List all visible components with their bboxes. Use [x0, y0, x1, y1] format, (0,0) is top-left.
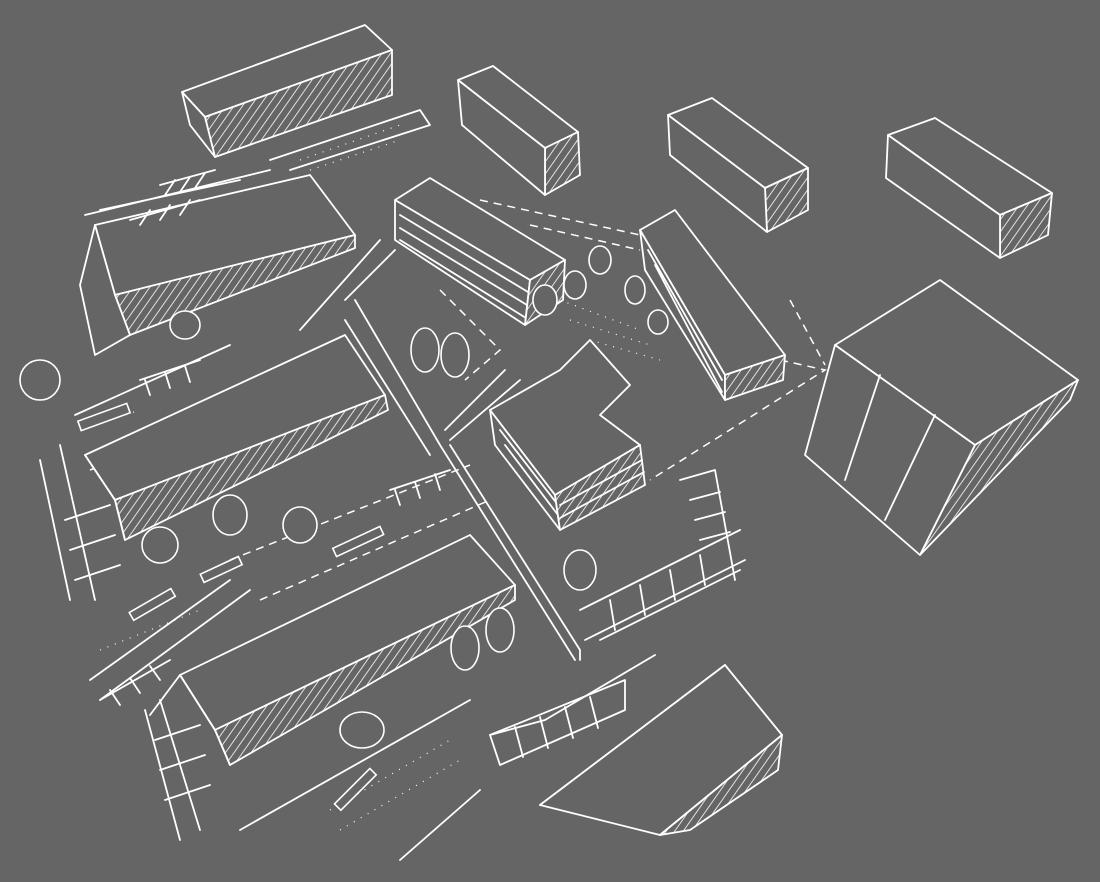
- building-row-3: [149, 534, 516, 766]
- building-bottom-right: [539, 664, 783, 836]
- trees: [19, 245, 669, 749]
- building-tower-center: [489, 339, 646, 531]
- building-large-right: [804, 279, 1079, 556]
- building-top-right: [667, 97, 809, 233]
- building-slab-right: [639, 209, 786, 401]
- building-top-left: [181, 24, 393, 158]
- building-row-1: [79, 174, 356, 356]
- building-far-right: [885, 117, 1053, 259]
- building-top-center: [457, 65, 581, 196]
- building-row-2: [84, 334, 389, 541]
- benches: [76, 402, 385, 812]
- parking-lots: [64, 169, 746, 801]
